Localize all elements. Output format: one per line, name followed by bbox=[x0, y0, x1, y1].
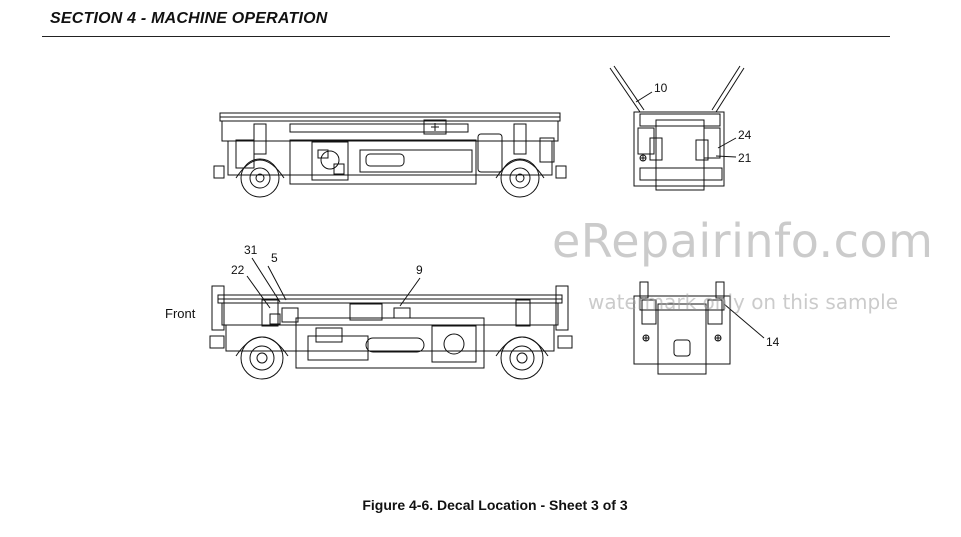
end-view-upper bbox=[609, 65, 745, 191]
watermark-note: watermark only on this sample bbox=[588, 290, 899, 314]
callout-14: 14 bbox=[766, 335, 780, 349]
side-view-upper bbox=[213, 112, 567, 198]
watermark-site: eRepairinfo.com bbox=[552, 214, 934, 268]
section-header: SECTION 4 - MACHINE OPERATION bbox=[50, 10, 328, 27]
end-view-lower bbox=[633, 281, 765, 375]
callout-21: 21 bbox=[738, 151, 752, 165]
header-rule bbox=[42, 36, 890, 37]
callout-31: 31 bbox=[244, 243, 258, 257]
callout-22: 22 bbox=[231, 263, 245, 277]
callout-24: 24 bbox=[738, 128, 752, 142]
callout-9: 9 bbox=[416, 263, 423, 277]
callout-10: 10 bbox=[654, 81, 668, 95]
callout-5: 5 bbox=[271, 251, 278, 265]
figure-caption: Figure 4-6. Decal Location - Sheet 3 of … bbox=[362, 497, 628, 513]
side-view-lower bbox=[209, 257, 573, 380]
front-label: Front bbox=[165, 306, 196, 321]
